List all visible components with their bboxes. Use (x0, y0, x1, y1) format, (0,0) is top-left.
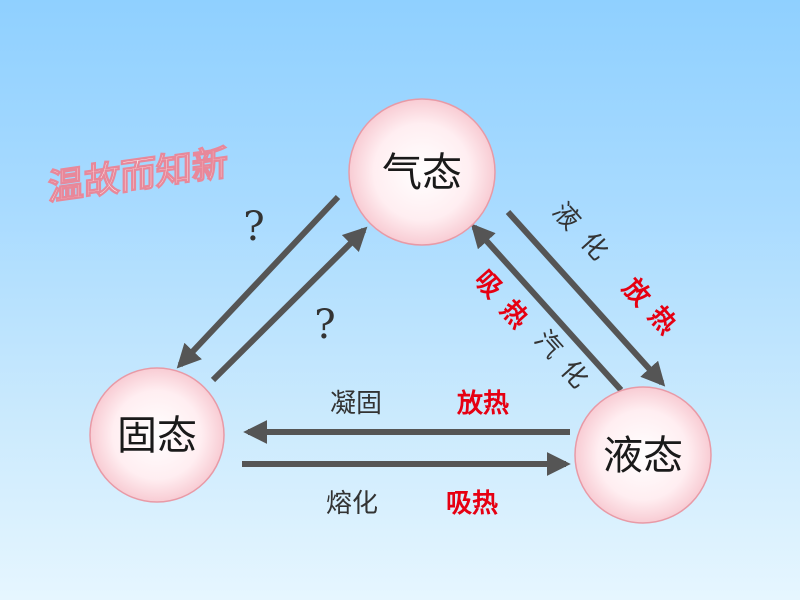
vaporization-char-2: 化 (554, 355, 594, 394)
arrow-gas-to-liquid (505, 209, 666, 387)
vaporization-heat-char-2: 热 (494, 295, 534, 334)
node-gas-label: 气态 (382, 150, 462, 196)
vaporization-heat-char-1: 吸 (468, 265, 508, 304)
arrow-liquid-to-gas (470, 223, 624, 393)
node-solid-label: 固态 (117, 413, 197, 459)
melting-heat-label: 吸热 (446, 489, 498, 519)
liquefaction-heat-char-1: 放 (615, 272, 657, 314)
node-liquid: 液态 (574, 386, 712, 524)
slide-heading: 温故而知新 (48, 141, 228, 209)
melting-label: 熔化 (326, 489, 378, 519)
liquefaction-heat-char-2: 热 (642, 301, 682, 340)
node-liquid-label: 液态 (603, 433, 683, 479)
solidification-heat-label: 放热 (456, 388, 509, 419)
liquefaction-char-1: 液 (546, 197, 586, 236)
gas-to-solid-label: ? (243, 204, 264, 250)
arrow-gas-to-solid (176, 194, 341, 369)
arrow-solid-to-gas (210, 226, 368, 383)
solid-to-gas-label: ? (314, 302, 335, 348)
liquefaction-char-2: 化 (574, 227, 614, 266)
node-solid: 固态 (89, 367, 225, 503)
vaporization-char-1: 汽 (528, 325, 568, 364)
slide-heading-group: 温故而知新 (47, 140, 228, 209)
solidification-label: 凝固 (330, 389, 382, 419)
node-gas: 气态 (348, 98, 496, 246)
